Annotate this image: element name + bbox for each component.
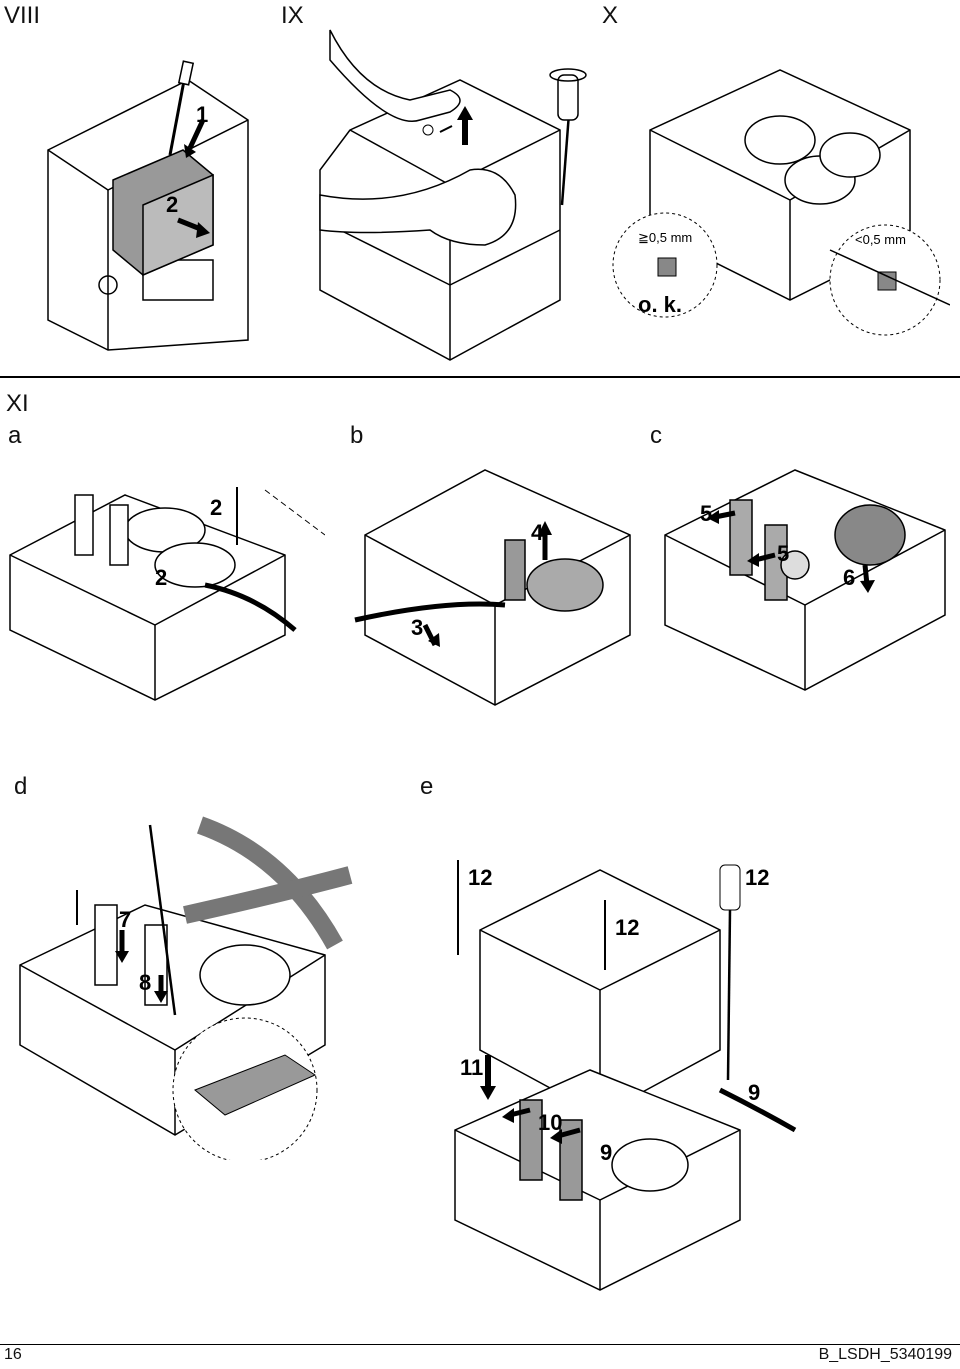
subpanel-label-e: e: [420, 773, 434, 800]
step-number: 10: [538, 1110, 562, 1135]
screwdriver-icon: [204, 582, 297, 632]
step-number: 4: [531, 520, 544, 545]
step-number: 9: [600, 1140, 612, 1165]
ok-text: o. k.: [638, 292, 682, 317]
coil-illustration: [526, 558, 604, 612]
coil-illustration: [744, 115, 881, 205]
screwdriver-icon: [148, 824, 177, 1016]
illustration-ix: [300, 20, 600, 370]
step-number: 12: [745, 865, 769, 890]
screwdriver-icon: [726, 909, 732, 1081]
footer-divider: [0, 1344, 960, 1345]
step-number: 12: [468, 865, 492, 890]
step-number: 6: [843, 565, 855, 590]
section-divider: [0, 376, 960, 378]
step-number: 2: [155, 565, 167, 590]
step-number: 12: [615, 915, 639, 940]
illustration-xi-c: 5 5 6: [655, 455, 955, 715]
illustration-xi-a: 2 2: [5, 455, 325, 715]
panel-label-xi: XI: [6, 390, 29, 417]
panel-label-ix: IX: [281, 2, 304, 29]
auxiliary-contact-block: [112, 149, 214, 277]
step-number: 5: [700, 501, 712, 526]
step-number: 3: [411, 615, 423, 640]
illustration-viii: 1 2: [38, 40, 268, 360]
step-number: 8: [139, 970, 151, 995]
step-number: 9: [748, 1080, 760, 1105]
panel-label-x: X: [602, 2, 619, 29]
illustration-x: ≧0,5 mm <0,5 mm o. k.: [610, 40, 950, 360]
document-code: B_LSDH_5340199: [818, 1346, 952, 1363]
step-number: 11: [460, 1055, 483, 1080]
step-number: 1: [196, 102, 208, 127]
subpanel-label-b: b: [350, 422, 364, 449]
step-number: 2: [166, 192, 178, 217]
illustration-xi-e: 12 12 12 11 10 9 9: [430, 830, 800, 1330]
subpanel-label-c: c: [650, 422, 662, 449]
hand-illustration: [319, 29, 517, 246]
step-number: 7: [119, 907, 131, 932]
illustration-xi-b: 4 3: [345, 455, 645, 715]
panel-label-viii: VIII: [4, 2, 41, 29]
gap-ok-label: ≧0,5 mm: [638, 230, 692, 245]
page-number: 16: [4, 1346, 22, 1363]
subpanel-label-a: a: [8, 422, 22, 449]
illustration-xi-d: 7 8: [15, 815, 360, 1160]
subpanel-label-d: d: [14, 773, 28, 800]
screwdriver-icon: [354, 601, 506, 623]
step-number: 5: [777, 541, 789, 566]
gap-bad-label: <0,5 mm: [855, 232, 906, 247]
step-number: 2: [210, 495, 222, 520]
coil-illustration: [834, 504, 906, 566]
